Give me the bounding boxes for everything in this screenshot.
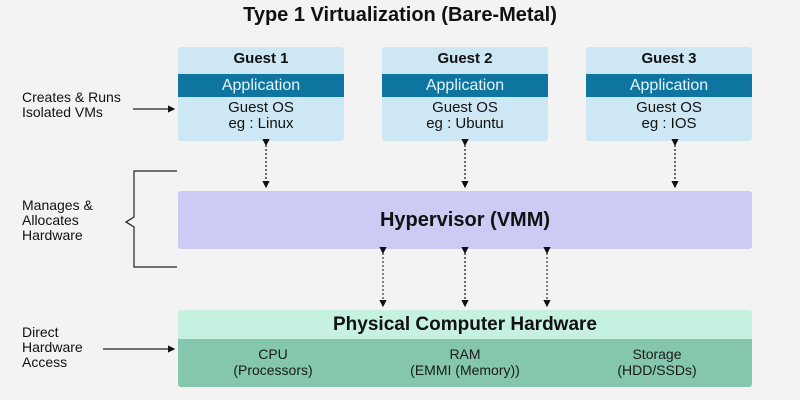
diagram-title: Type 1 Virtualization (Bare-Metal)	[243, 4, 557, 26]
guest-name: Guest 2	[437, 50, 493, 67]
label-line: Isolated VMs	[22, 104, 103, 120]
guest-os: Guest OS eg : Linux	[178, 100, 344, 132]
hypervisor-layer: Hypervisor (VMM)	[178, 191, 752, 249]
application-layer: Application	[586, 74, 752, 97]
component-desc: (HDD/SSDs)	[617, 362, 697, 378]
guest-name: Guest 3	[641, 50, 697, 67]
guest-vm-2: Guest 2 Application Guest OS eg : Ubuntu	[382, 47, 548, 141]
label-line: Allocates	[22, 212, 79, 228]
hardware-title: Physical Computer Hardware	[178, 310, 752, 339]
guest-os-example: eg : Linux	[228, 115, 294, 132]
hardware-components: CPU (Processors) RAM (EMMI (Memory)) Sto…	[178, 339, 752, 387]
label-line: Access	[22, 354, 68, 370]
label-line: Hardware	[22, 227, 83, 243]
guest-os-label: Guest OS	[636, 99, 702, 116]
side-label-hypervisor: Manages & Allocates Hardware	[22, 198, 93, 243]
component-desc: (EMMI (Memory))	[410, 362, 520, 378]
label-line: Hardware	[22, 339, 83, 355]
guest-os: Guest OS eg : IOS	[586, 100, 752, 132]
label-line: Manages &	[22, 197, 93, 213]
side-label-hardware: Direct Hardware Access	[22, 325, 83, 370]
hardware-storage: Storage (HDD/SSDs)	[562, 346, 752, 378]
guest-os-label: Guest OS	[228, 99, 294, 116]
guest-os: Guest OS eg : Ubuntu	[382, 100, 548, 132]
application-layer: Application	[178, 74, 344, 97]
guest-os-example: eg : IOS	[641, 115, 697, 132]
guest-os-label: Guest OS	[432, 99, 498, 116]
guest-vm-1: Guest 1 Application Guest OS eg : Linux	[178, 47, 344, 141]
label-line: Creates & Runs	[22, 89, 121, 105]
label-line: Direct	[22, 324, 59, 340]
component-desc: (Processors)	[233, 362, 313, 378]
component-name: Storage	[632, 346, 682, 362]
guest-name: Guest 1	[233, 50, 289, 67]
guest-os-example: eg : Ubuntu	[426, 115, 504, 132]
guest-vm-3: Guest 3 Application Guest OS eg : IOS	[586, 47, 752, 141]
hypervisor-brace	[124, 170, 177, 268]
hardware-ram: RAM (EMMI (Memory))	[370, 346, 560, 378]
side-label-guests: Creates & Runs Isolated VMs	[22, 90, 121, 120]
application-layer: Application	[382, 74, 548, 97]
component-name: RAM	[449, 346, 481, 362]
hardware-cpu: CPU (Processors)	[178, 346, 368, 378]
component-name: CPU	[258, 346, 288, 362]
